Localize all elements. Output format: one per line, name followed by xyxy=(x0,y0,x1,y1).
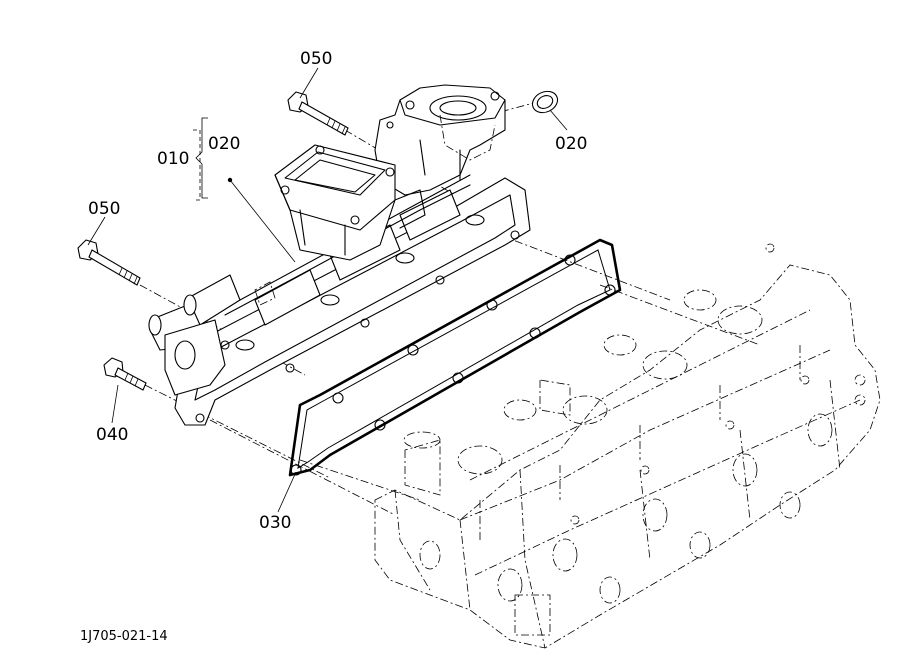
callout-bolt-left: 050 xyxy=(88,199,120,219)
callout-gasket: 030 xyxy=(259,513,291,533)
throttle-body xyxy=(274,144,426,261)
callout-oring: 020 xyxy=(555,134,587,154)
callout-stud: 040 xyxy=(96,425,128,445)
cylinder-head xyxy=(374,243,881,649)
intake-manifold xyxy=(148,174,531,426)
stud-bolt xyxy=(103,357,147,391)
leader-lines xyxy=(87,67,568,513)
callout-assembly-sub: 020 xyxy=(208,134,240,154)
callout-assembly: 010 xyxy=(157,149,189,169)
o-ring xyxy=(531,90,559,114)
callout-bolt-top: 050 xyxy=(300,49,332,69)
figure-id: 1J705-021-14 xyxy=(80,629,168,644)
callout-labels: 050 020 010 020 050 040 030 1J705-021-14 xyxy=(80,49,587,644)
bolt-left xyxy=(77,239,141,286)
bolt-top xyxy=(287,91,349,136)
manifold-gasket xyxy=(288,238,622,477)
